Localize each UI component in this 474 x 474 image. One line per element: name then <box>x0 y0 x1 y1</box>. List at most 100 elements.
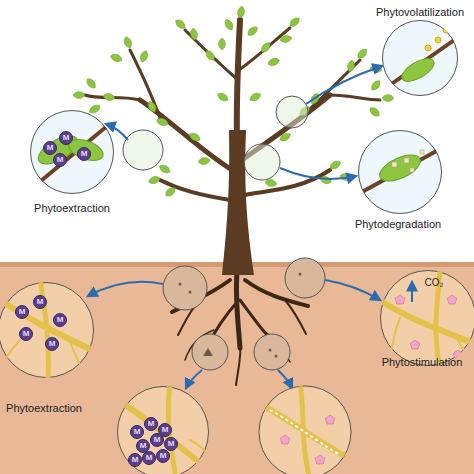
metal-ion: M <box>77 147 91 161</box>
tree-branches <box>239 28 290 70</box>
zoom-circle: MMMMMMMMM <box>117 386 209 474</box>
tree-leaves <box>259 41 272 55</box>
metal-ion: M <box>45 337 59 351</box>
soil-particles <box>299 273 302 276</box>
root-detail <box>262 405 352 460</box>
tree-branches <box>85 20 380 200</box>
tree-leaves <box>146 100 158 114</box>
method-label: Phytoextraction <box>34 202 110 214</box>
tree-leaves <box>148 175 162 185</box>
gas-label: CO₂ <box>425 277 444 288</box>
metal-ion: M <box>128 453 142 467</box>
soil-particles <box>179 283 182 286</box>
circle-outline <box>359 131 442 214</box>
metal-ion: M <box>19 327 33 341</box>
tree-branches <box>160 180 230 200</box>
root-detail <box>262 384 352 474</box>
circle-outline <box>30 110 114 194</box>
root-detail <box>280 435 290 444</box>
root-detail <box>262 384 352 474</box>
roots <box>236 340 241 385</box>
zoom-circle: MMMMPhytoextraction <box>30 110 114 194</box>
zoom-circle: MMMMMPhytoextraction <box>0 282 94 378</box>
metal-ion: M <box>59 131 73 145</box>
zoom-circle: CO₂ Phytostimulation <box>380 270 474 366</box>
zoom-spot <box>244 144 280 180</box>
circle-outline <box>0 283 94 378</box>
tree-leaves <box>190 28 199 41</box>
tree-leaves <box>248 91 262 103</box>
metal-ion: M <box>43 141 57 155</box>
soil-particles <box>203 348 213 356</box>
zoom-circle: Phytodegradation <box>358 130 442 214</box>
metal-ion: M <box>15 305 29 319</box>
tree-leaves <box>73 92 85 99</box>
root-detail <box>270 410 340 455</box>
zoom-spot <box>192 334 228 370</box>
root-detail <box>325 415 335 424</box>
zoom-arrow <box>280 168 356 179</box>
zoom-spot <box>254 334 290 370</box>
tree-leaves <box>156 117 170 127</box>
root-detail <box>118 384 212 474</box>
tree-leaves <box>278 131 292 143</box>
method-label: Phytoextraction <box>6 402 82 414</box>
root-detail <box>270 410 340 455</box>
metal-ion: M <box>33 295 47 309</box>
tree-leaves <box>347 60 356 73</box>
metal-ion: M <box>150 433 164 447</box>
zoom-arrow <box>278 370 292 388</box>
circle-outline <box>382 20 458 96</box>
zoom-spot <box>276 96 308 128</box>
tree-leaves <box>264 179 277 188</box>
tree-leaves <box>110 53 124 63</box>
zoom-circle <box>259 386 351 474</box>
root-detail <box>300 384 310 474</box>
soil-particles <box>179 273 302 358</box>
method-label: Phytostimulation <box>382 356 463 368</box>
soil-particles <box>189 291 192 294</box>
tree-leaves <box>369 79 382 93</box>
metal-ion: M <box>144 417 158 431</box>
tree-leaves <box>246 25 260 38</box>
zoom-spot <box>123 96 325 370</box>
tree-leaves <box>279 35 292 44</box>
metal-ion: M <box>53 313 67 327</box>
tree-leaves <box>356 47 369 60</box>
zoom-arrow <box>186 370 202 388</box>
tree-leaves <box>158 163 172 175</box>
root-detail <box>315 455 325 464</box>
tree-leaves <box>103 93 116 102</box>
tree-leaves <box>85 77 98 91</box>
roots <box>285 300 306 334</box>
zoom-circle <box>259 386 351 474</box>
circle-outline <box>31 111 114 194</box>
tree-leaves <box>204 49 217 63</box>
tree-branches <box>330 95 380 100</box>
tree-leaves <box>198 157 211 166</box>
roots <box>236 272 240 348</box>
tree-leaves <box>216 91 230 103</box>
circle-outline <box>0 282 94 378</box>
metal-ion: M <box>156 449 170 463</box>
tree-leaves <box>188 131 202 143</box>
soil-particles <box>269 349 272 352</box>
metal-ion: M <box>53 153 67 167</box>
tree-leaves <box>267 57 281 67</box>
circle-outline <box>118 387 209 474</box>
tree-leaves <box>237 6 246 19</box>
tree-leaves <box>368 105 382 118</box>
circle-outline <box>381 271 474 366</box>
tree-leaves <box>219 38 226 50</box>
method-label: Phytovolatilization <box>376 6 464 18</box>
method-label: Phytodegradation <box>355 218 441 230</box>
zoom-arrow <box>88 66 382 388</box>
zoom-arrow <box>306 66 382 104</box>
zoom-arrow <box>88 282 163 296</box>
tree-leaves <box>288 16 302 29</box>
tree-branches <box>130 50 160 118</box>
metal-ion: M <box>130 425 144 439</box>
root-detail <box>380 270 474 368</box>
tree-leaves <box>73 6 394 199</box>
soil-particles <box>275 355 278 358</box>
